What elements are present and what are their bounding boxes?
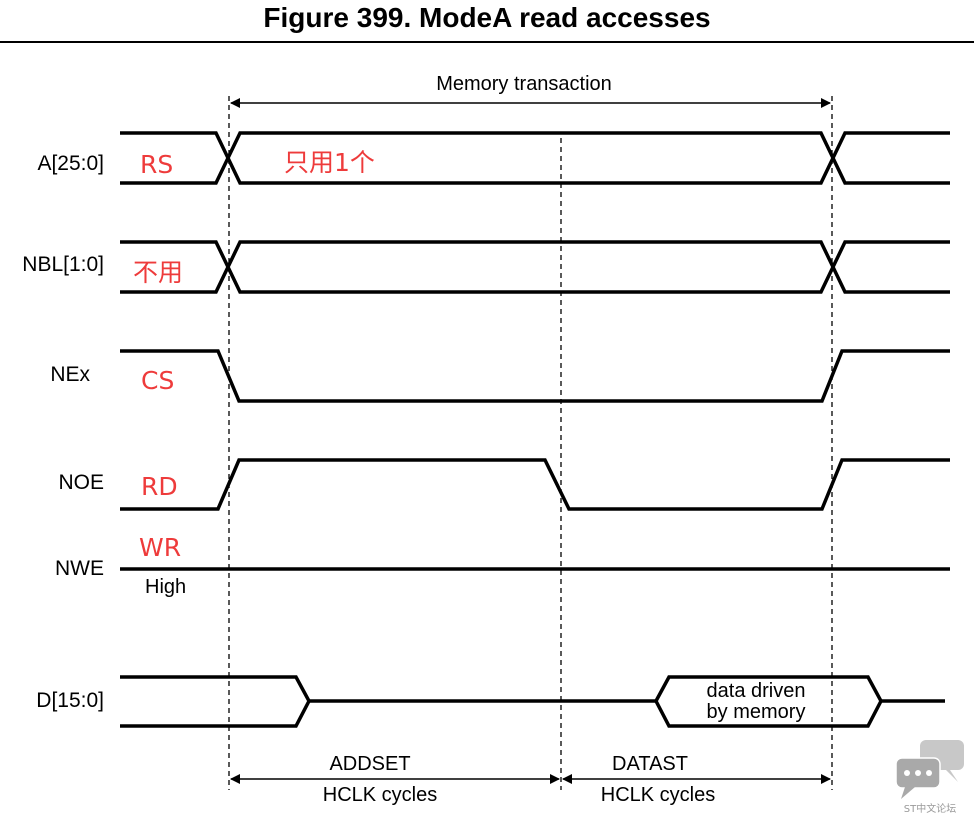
signal-label-data: D[15:0]	[36, 689, 104, 712]
signal-label-noe: NOE	[58, 471, 104, 494]
chat-bubbles-icon	[895, 740, 964, 799]
data-bus-wave	[120, 675, 945, 728]
address-bus-wave	[120, 131, 950, 185]
signal-label-nwe: NWE	[55, 557, 104, 580]
data-window-line2: by memory	[707, 701, 806, 723]
data-window-line1: data driven	[707, 680, 806, 702]
figure-title: Figure 399. ModeA read accesses	[263, 2, 711, 33]
title-rule	[0, 41, 974, 43]
signal-label-address: A[25:0]	[37, 152, 104, 175]
annotation-only-one: 只用1个	[284, 148, 375, 177]
nbl-bus-wave	[120, 240, 950, 294]
noe-wave	[120, 458, 950, 511]
watermark-text: ST中文论坛	[904, 802, 956, 815]
addset-unit-label: HCLK cycles	[323, 784, 437, 806]
annotation-rs: RS	[140, 150, 173, 179]
datast-unit-label: HCLK cycles	[601, 784, 715, 806]
annotation-unused: 不用	[133, 258, 183, 287]
annotation-cs: CS	[141, 366, 174, 395]
annotation-rd: RD	[141, 472, 178, 501]
addset-label: ADDSET	[329, 753, 410, 775]
datast-label: DATAST	[612, 753, 688, 775]
memory-transaction-label: Memory transaction	[436, 73, 612, 95]
signal-label-nbl: NBL[1:0]	[22, 253, 104, 276]
nwe-high-label: High	[145, 576, 186, 598]
nex-wave	[120, 349, 950, 403]
signal-label-nex: NEx	[50, 363, 90, 386]
annotation-wr: WR	[139, 533, 181, 562]
